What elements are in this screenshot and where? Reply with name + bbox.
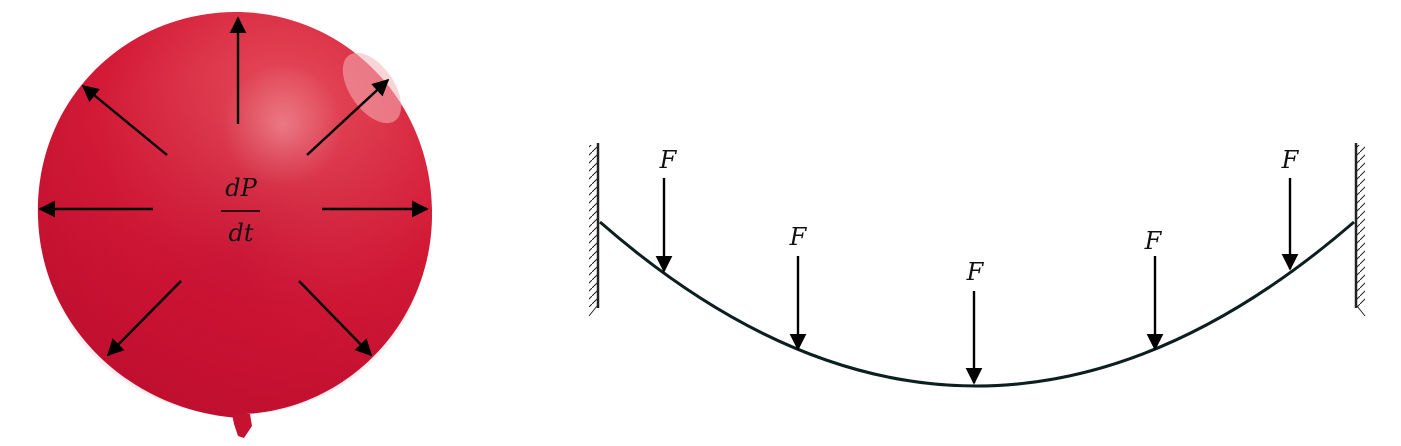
- balloon-group: dP dt: [37, 12, 433, 438]
- balloon-shading: [46, 65, 426, 415]
- rate-denominator: dt: [228, 219, 253, 247]
- pressure-rate-fraction: dP dt: [221, 174, 260, 247]
- pressure-arrow-upper-left: [81, 84, 168, 156]
- point-loads: [655, 178, 1299, 385]
- load-label-3: F: [966, 258, 985, 286]
- pressure-arrow-upper-right: [306, 78, 390, 156]
- rate-numerator: dP: [225, 174, 257, 202]
- load-label-5: F: [1281, 146, 1300, 174]
- cable-group: F F F F F: [588, 143, 1366, 388]
- load-label-1: F: [659, 146, 678, 174]
- left-wall: [588, 143, 600, 317]
- load-label-4: F: [1144, 227, 1163, 255]
- cable-curve: [599, 220, 1355, 388]
- balloon-knot: [232, 414, 252, 438]
- load-label-2: F: [789, 223, 808, 251]
- right-wall: [1354, 143, 1366, 317]
- pressure-arrows: [38, 16, 429, 357]
- pressure-arrow-lower-right: [298, 280, 373, 357]
- pressure-arrow-lower-left: [106, 280, 182, 357]
